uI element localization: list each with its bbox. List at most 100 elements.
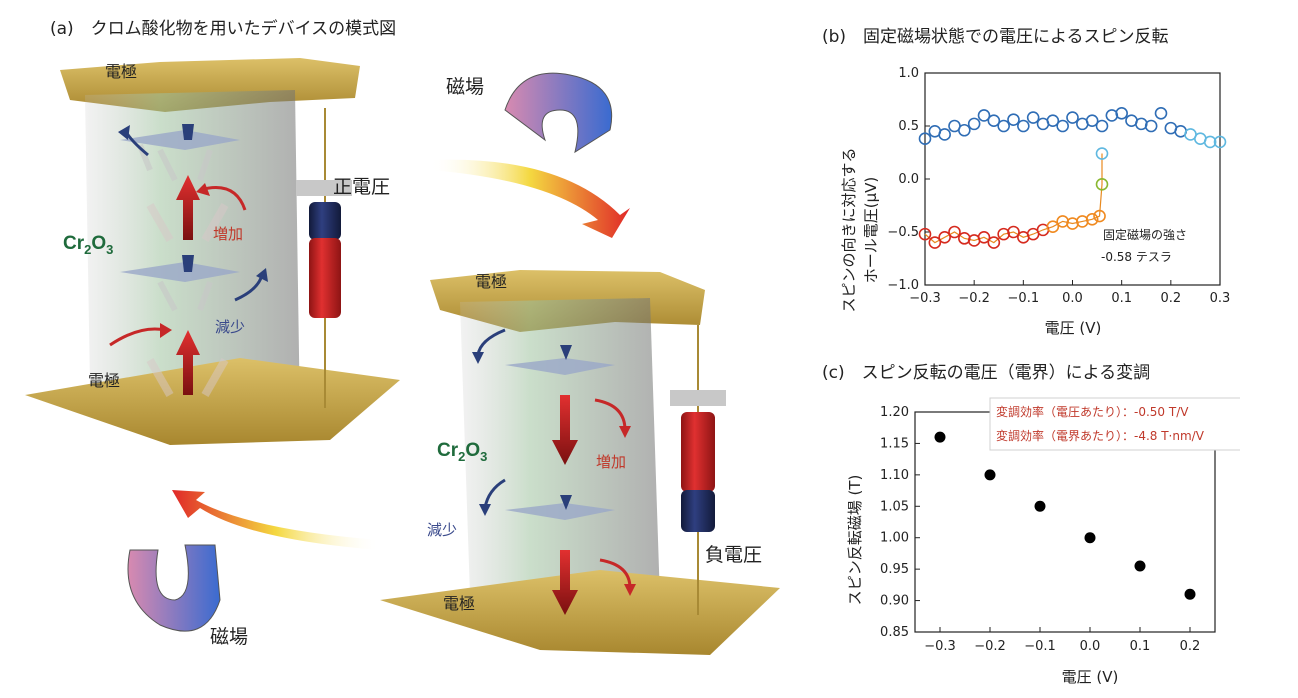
x-tick-label: 0.2: [1180, 639, 1201, 654]
y-axis-label: スピンの向きに対応する: [840, 147, 858, 312]
y-tick-label: 0.85: [880, 625, 909, 640]
electrode-label: 電極: [105, 62, 138, 81]
data-point-lower: [1046, 220, 1060, 233]
data-point: [1034, 500, 1046, 512]
y-tick-label: 1.15: [880, 436, 909, 451]
panel-c-title: (c) スピン反転の電圧（電界）による変調: [822, 363, 1151, 383]
y-tick-label: 1.10: [880, 468, 909, 483]
data-point-upper: [1007, 113, 1020, 126]
magnet-top: [504, 72, 613, 154]
bottom-electrode: [25, 358, 400, 445]
data-point-lower: [1095, 178, 1109, 191]
data-point-lower: [987, 236, 1001, 249]
panel-a-title: (a) クロム酸化物を用いたデバイスの模式図: [50, 19, 397, 39]
plot-frame: [924, 72, 1221, 286]
x-tick-label: 0.2: [1160, 291, 1181, 306]
data-point-lower: [1085, 212, 1099, 226]
device-positive: [25, 58, 400, 445]
material-label: Cr2O3: [63, 233, 114, 257]
spin-up-arrow: [146, 330, 229, 397]
note-voltage-efficiency: 変調効率（電圧あたり）：-0.50 T/V: [996, 404, 1189, 419]
spin-down-arrow: [552, 550, 578, 615]
data-point-lower: [948, 225, 961, 239]
x-tick-label: −0.2: [958, 291, 990, 306]
data-point: [934, 431, 946, 443]
x-axis-label: 電圧 (V): [1045, 319, 1102, 337]
x-tick-label: −0.3: [924, 639, 956, 654]
data-point-lower: [938, 231, 951, 244]
y-tick-label: −1.0: [887, 278, 919, 293]
y-tick-label: 1.20: [880, 405, 909, 420]
x-tick-label: −0.1: [1008, 291, 1040, 306]
series-line-lower: [924, 153, 1103, 244]
decrease-label: 減少: [427, 521, 458, 539]
decrease-label: 減少: [215, 318, 246, 336]
device-schematic: [25, 58, 780, 655]
electrode-label: 電極: [88, 371, 121, 390]
y-tick-label: 1.05: [880, 499, 909, 514]
data-point: [1134, 560, 1146, 572]
data-point-upper: [1115, 106, 1128, 120]
magnet-bottom: [127, 544, 221, 632]
battery-negative: [681, 490, 715, 532]
y-tick-label: 0.0: [898, 172, 919, 187]
electrode-label: 電極: [443, 594, 476, 613]
negative-voltage-label: 負電圧: [705, 544, 763, 566]
y-axis-label: ホール電圧(μV): [862, 177, 880, 284]
data-point-upper: [1056, 119, 1069, 133]
data-point-upper: [1085, 114, 1099, 127]
battery-negative: [309, 202, 341, 240]
y-tick-label: 1.0: [898, 66, 919, 81]
data-point-upper: [1144, 119, 1158, 133]
field-arrow-down: [430, 159, 630, 238]
spin-up-arrow: [146, 175, 229, 242]
battery-cap: [296, 180, 352, 196]
increase-label: 増加: [213, 225, 244, 243]
spin-group: [120, 255, 240, 312]
magnetic-field-label: 磁場: [210, 626, 249, 648]
spin-group: [505, 495, 615, 520]
data-point-upper: [938, 128, 951, 141]
note-field-efficiency: 変調効率（電界あたり）：-4.8 T·nm/V: [996, 428, 1205, 443]
data-point-upper: [1213, 135, 1227, 149]
data-point-upper: [1095, 119, 1109, 133]
y-axis-label: スピン反転磁場 (T): [846, 475, 864, 606]
x-axis-label: 電圧 (V): [1062, 668, 1119, 686]
data-point-lower: [928, 236, 942, 249]
increase-label: 増加: [596, 453, 627, 471]
x-tick-label: −0.2: [974, 639, 1006, 654]
data-point-lower: [1007, 225, 1020, 239]
battery-cap: [670, 390, 726, 406]
electrode-label: 電極: [475, 272, 508, 291]
x-tick-label: 0.0: [1080, 639, 1101, 654]
data-point-upper: [1154, 106, 1168, 120]
data-point-lower: [1095, 147, 1109, 160]
data-point-lower: [918, 227, 932, 241]
data-point: [1184, 588, 1196, 600]
x-tick-label: −0.3: [909, 291, 941, 306]
battery-positive: [309, 238, 341, 318]
y-tick-label: 0.90: [880, 594, 909, 609]
battery-positive: [681, 412, 715, 492]
x-tick-label: 0.1: [1130, 639, 1151, 654]
data-point-upper: [1026, 111, 1040, 124]
data-point-upper: [1017, 119, 1030, 133]
data-point-upper: [1046, 114, 1060, 127]
spin-group: [505, 345, 615, 375]
bottom-electrode: [380, 570, 780, 655]
data-point-upper: [1203, 135, 1217, 149]
x-tick-label: 0.0: [1062, 291, 1083, 306]
y-tick-label: −0.5: [887, 225, 919, 240]
note-box: [989, 397, 1240, 451]
x-tick-label: 0.1: [1111, 291, 1132, 306]
positive-voltage-label: 正電圧: [333, 176, 391, 198]
data-point: [1084, 532, 1096, 544]
annotation-field-strength: 固定磁場の強さ: [1103, 227, 1187, 242]
data-point-upper: [997, 119, 1010, 133]
x-tick-label: 0.3: [1210, 291, 1231, 306]
data-point-upper: [987, 114, 1001, 127]
data-point-lower: [1093, 209, 1106, 223]
device-negative: [380, 270, 780, 655]
